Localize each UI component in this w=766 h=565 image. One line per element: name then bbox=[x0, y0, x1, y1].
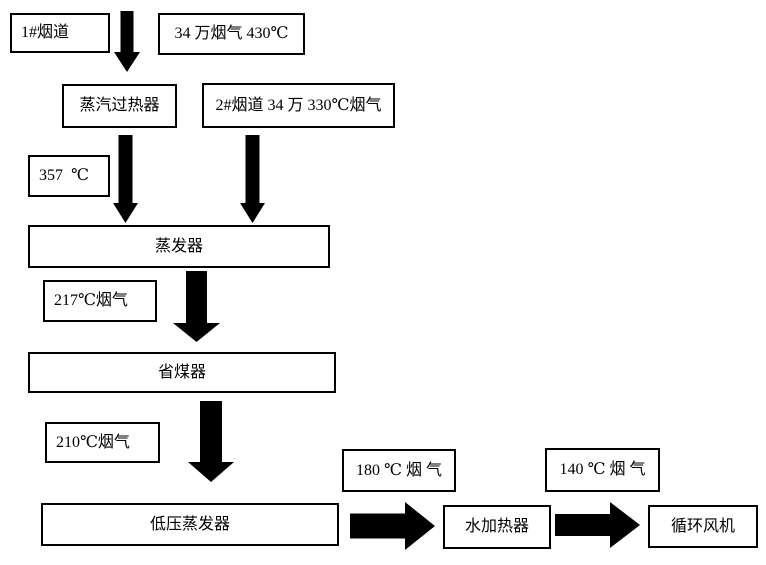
arrow-duct1-to-superheater bbox=[114, 11, 140, 72]
arrow-water-heater-to-circulating-fan bbox=[555, 502, 640, 548]
node-circulating-fan: 循环风机 bbox=[648, 505, 758, 548]
node-low-pressure-evaporator: 低压蒸发器 bbox=[41, 503, 339, 546]
node-flue-gas-430: 34 万烟气 430℃ bbox=[158, 13, 305, 55]
node-economizer: 省煤器 bbox=[28, 352, 336, 393]
node-evaporator: 蒸发器 bbox=[28, 225, 330, 268]
node-water-heater: 水加热器 bbox=[443, 505, 551, 549]
node-duct2-flue-gas: 2#烟道 34 万 330℃烟气 bbox=[202, 83, 395, 128]
arrow-evaporator-to-economizer bbox=[173, 271, 220, 342]
node-flue-gas-140: 140 ℃ 烟 气 bbox=[545, 448, 660, 492]
arrow-superheater-to-evaporator bbox=[113, 135, 138, 223]
arrow-lp-evaporator-to-water-heater bbox=[350, 502, 435, 550]
arrow-duct2-to-evaporator bbox=[240, 135, 265, 223]
node-steam-superheater: 蒸汽过热器 bbox=[62, 84, 177, 128]
arrow-economizer-to-lp-evaporator bbox=[188, 401, 234, 482]
node-flue-gas-180: 180 ℃ 烟 气 bbox=[342, 449, 456, 492]
node-flue-gas-210: 210℃烟气 bbox=[45, 422, 160, 463]
node-duct1: 1#烟道 bbox=[10, 13, 110, 53]
node-temp-357: 357 ℃ bbox=[28, 155, 110, 197]
node-flue-gas-217: 217℃烟气 bbox=[43, 280, 157, 322]
